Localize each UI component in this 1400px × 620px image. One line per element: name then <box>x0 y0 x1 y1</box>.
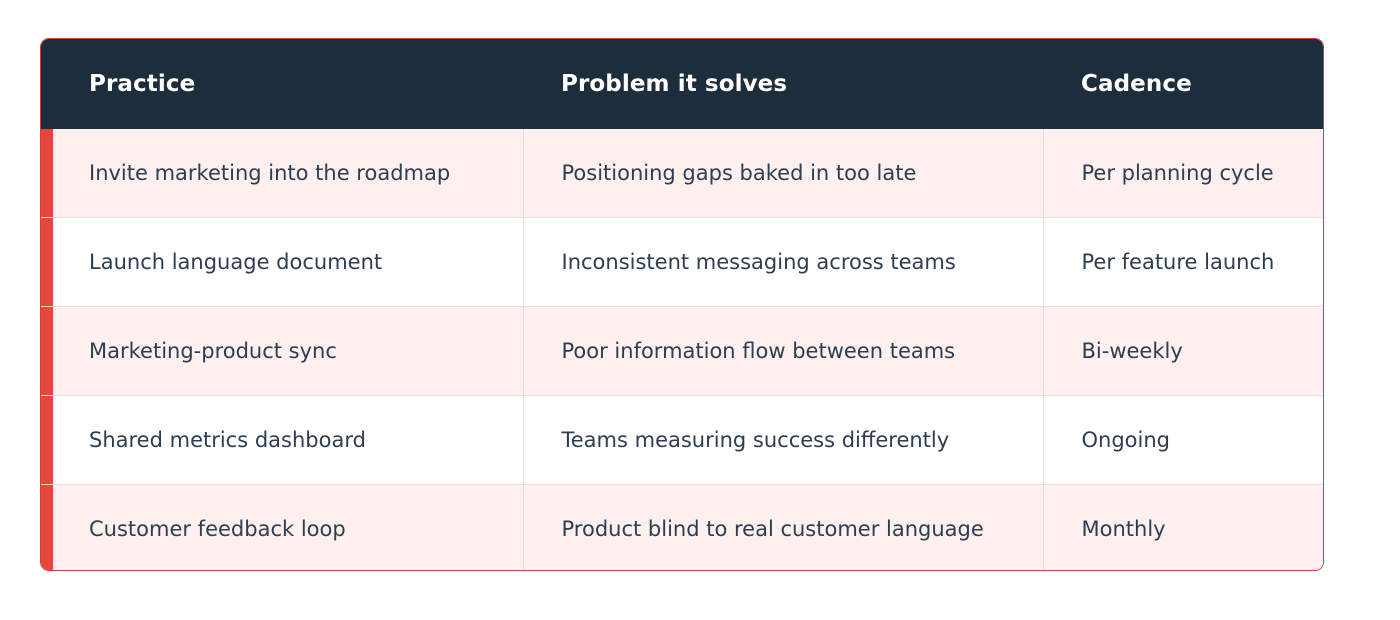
cell-problem-text: Product blind to real customer language <box>561 517 984 541</box>
cell-problem-text: Teams measuring success differently <box>561 428 950 452</box>
cell-problem: Poor information flow between teams <box>523 306 1044 396</box>
row-accent-bar <box>41 485 53 570</box>
column-header-problem: Problem it solves <box>523 39 1043 129</box>
cell-practice-text: Invite marketing into the roadmap <box>89 161 451 185</box>
table-row: Marketing-product sync Poor information … <box>41 306 1323 396</box>
cell-problem: Product blind to real customer language <box>523 484 1044 570</box>
cell-practice: Invite marketing into the roadmap <box>41 129 524 218</box>
table-header: Practice Problem it solves Cadence <box>41 39 1323 129</box>
cell-problem-text: Positioning gaps baked in too late <box>561 161 917 185</box>
cell-cadence: Monthly <box>1043 484 1323 570</box>
cell-problem: Teams measuring success differently <box>523 395 1044 485</box>
row-accent-bar <box>41 396 53 484</box>
table-row: Shared metrics dashboard Teams measuring… <box>41 395 1323 485</box>
table-body: Invite marketing into the roadmap Positi… <box>41 129 1323 570</box>
cell-cadence-text: Per feature launch <box>1081 250 1275 274</box>
cell-problem: Positioning gaps baked in too late <box>523 129 1044 218</box>
practices-table: Practice Problem it solves Cadence Invit… <box>41 39 1323 570</box>
row-accent-bar <box>41 218 53 306</box>
cell-practice: Shared metrics dashboard <box>41 395 524 485</box>
column-header-practice: Practice <box>41 39 523 129</box>
practices-table-container: Practice Problem it solves Cadence Invit… <box>40 38 1324 571</box>
cell-practice: Marketing-product sync <box>41 306 524 396</box>
row-accent-bar <box>41 307 53 395</box>
cell-practice-text: Shared metrics dashboard <box>89 428 366 452</box>
table-header-row: Practice Problem it solves Cadence <box>41 39 1323 129</box>
cell-practice-text: Marketing-product sync <box>89 339 337 363</box>
table-row: Launch language document Inconsistent me… <box>41 217 1323 307</box>
cell-practice-text: Customer feedback loop <box>89 517 346 541</box>
cell-cadence: Ongoing <box>1043 395 1323 485</box>
cell-problem-text: Poor information flow between teams <box>561 339 956 363</box>
cell-cadence: Per planning cycle <box>1043 129 1323 218</box>
cell-problem: Inconsistent messaging across teams <box>523 217 1044 307</box>
column-header-cadence: Cadence <box>1043 39 1323 129</box>
cell-problem-text: Inconsistent messaging across teams <box>561 250 956 274</box>
table-row: Customer feedback loop Product blind to … <box>41 484 1323 570</box>
cell-cadence: Per feature launch <box>1043 217 1323 307</box>
cell-practice: Customer feedback loop <box>41 484 524 570</box>
table-row: Invite marketing into the roadmap Positi… <box>41 129 1323 218</box>
row-accent-bar <box>41 129 53 217</box>
cell-practice: Launch language document <box>41 217 524 307</box>
cell-cadence-text: Bi-weekly <box>1081 339 1183 363</box>
cell-cadence-text: Monthly <box>1081 517 1166 541</box>
cell-cadence: Bi-weekly <box>1043 306 1323 396</box>
cell-cadence-text: Ongoing <box>1081 428 1171 452</box>
cell-practice-text: Launch language document <box>89 250 383 274</box>
cell-cadence-text: Per planning cycle <box>1081 161 1274 185</box>
